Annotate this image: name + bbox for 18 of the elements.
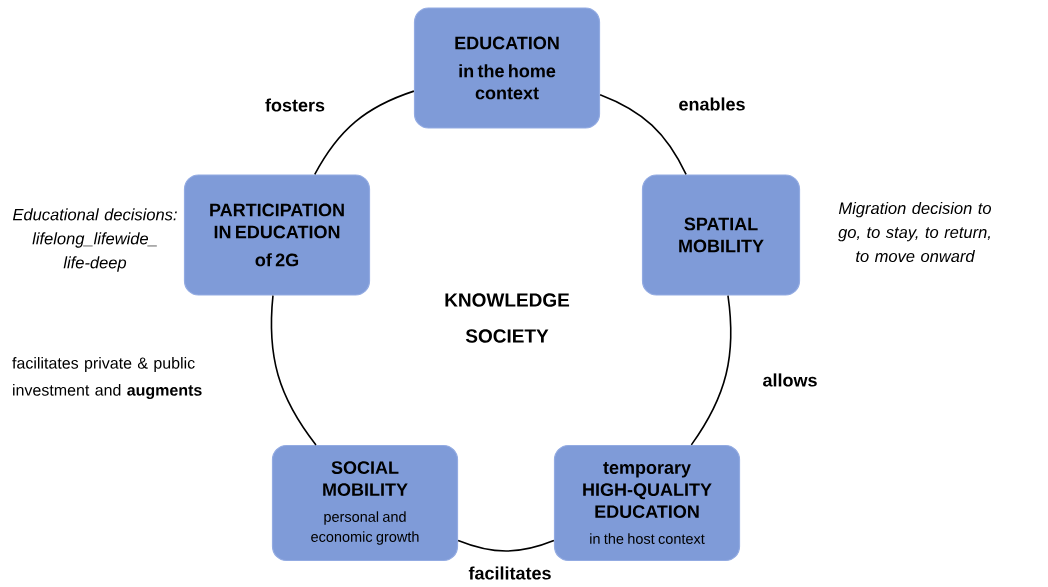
process-box: SOCIAL MOBILITY personal and economic growth	[271, 444, 459, 562]
process-box: temporary HIGH-QUALITY EDUCATION in the host context	[553, 444, 741, 562]
process-box: SPATIAL MOBILITY	[641, 174, 801, 296]
connector-arc	[599, 93, 687, 176]
edge-label: allows	[763, 373, 817, 387]
edge-label: facilitates private & public investment and augments	[12, 357, 202, 399]
edge-label: fosters	[265, 98, 325, 112]
center-label: KNOWLEDGE SOCIETY	[445, 293, 570, 343]
process-box: EDUCATION in the home context	[413, 7, 601, 129]
edge-label: facilitates	[468, 566, 551, 580]
connector-arc	[313, 90, 415, 176]
connector-arc	[690, 294, 732, 446]
edge-label: enables	[679, 97, 745, 111]
annotation-text: Educational decisions: lifelong_lifewide_ life-deep	[12, 208, 177, 272]
connector-arc	[457, 539, 555, 552]
annotation-text: Migration decision to go, to stay, to return, to move onward	[838, 201, 992, 263]
connector-arc	[270, 294, 317, 446]
process-box: PARTICIPATION IN EDUCATION of 2G	[183, 174, 371, 296]
